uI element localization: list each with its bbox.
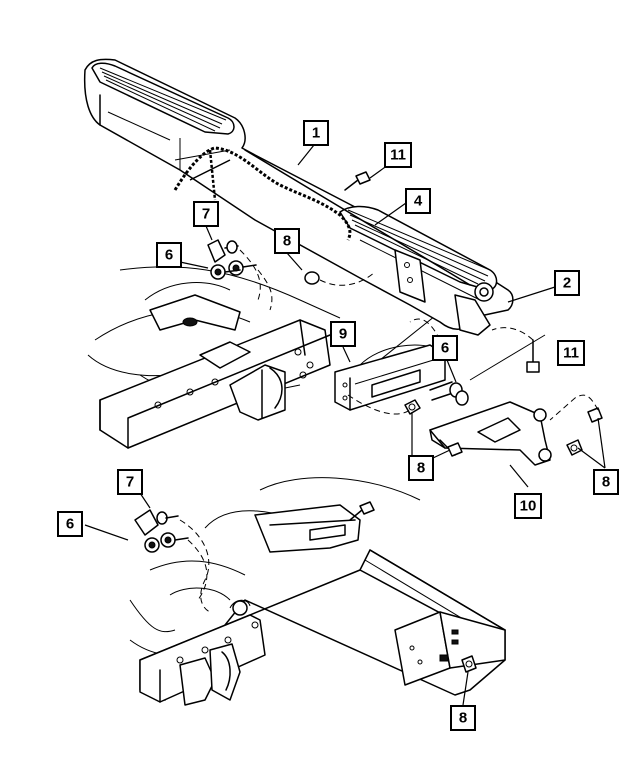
callout-11-upper-label: 11: [390, 147, 406, 164]
callout-8-lower-label: 8: [459, 710, 467, 727]
bolt-lower-center: [349, 501, 375, 521]
nut-8-upper: [304, 271, 376, 286]
step-pad-ribs-right: [347, 209, 491, 285]
bracket-10: [429, 401, 552, 466]
callout-2: 2: [554, 270, 580, 296]
callout-9-label: 9: [339, 326, 347, 343]
callout-7-lower: 7: [117, 469, 143, 495]
callout-4-label: 4: [414, 193, 423, 210]
callout-7-lower-label: 7: [126, 474, 134, 491]
callout-6-middle: 6: [432, 335, 458, 361]
callout-10: 10: [514, 493, 542, 519]
callout-6-middle-label: 6: [441, 340, 449, 357]
bolt-7-upper: [207, 239, 239, 263]
callout-4: 4: [405, 188, 431, 214]
callout-6-upper: 6: [156, 242, 182, 268]
nut-8-right: [566, 407, 603, 456]
callout-11-right: 11: [557, 340, 585, 366]
callout-7-upper-label: 7: [202, 206, 210, 223]
callout-7-upper: 7: [193, 201, 219, 227]
rear-bumper-assembly: [83, 58, 514, 336]
frame-rail-upper: [99, 294, 331, 449]
callout-6-lower-label: 6: [66, 516, 74, 533]
callout-8-upper-label: 8: [283, 233, 291, 250]
callout-1: 1: [303, 120, 329, 146]
mount-bracket-9: [334, 344, 446, 411]
callout-11-upper: 11: [384, 142, 412, 168]
callout-8-right: 8: [593, 469, 619, 495]
frame-lower-assembly: [129, 477, 506, 706]
callout-11-right-label: 11: [563, 345, 579, 362]
bolt-pair-6-middle: [429, 381, 469, 406]
callout-1-label: 1: [312, 125, 320, 142]
callout-8-middle-label: 8: [417, 460, 425, 477]
leader-lines: [84, 144, 606, 706]
callout-6-lower: 6: [57, 511, 83, 537]
callout-8-upper: 8: [274, 228, 300, 254]
bolt-11-right: [526, 339, 540, 373]
bolt-7-lower: [134, 509, 179, 536]
bolt-11-upper: [344, 171, 371, 191]
nut-8-bracket-10: [447, 442, 463, 457]
callout-8-middle: 8: [408, 455, 434, 481]
callout-8-lower: 8: [450, 705, 476, 731]
bolt-pair-6-upper: [210, 260, 257, 280]
step-pad-ribs-left: [99, 67, 227, 132]
callout-8-right-label: 8: [602, 474, 610, 491]
callout-10-label: 10: [520, 498, 537, 515]
bolt-pair-6-lower: [144, 532, 189, 553]
callout-9: 9: [330, 321, 356, 347]
callout-2-label: 2: [563, 275, 571, 292]
callout-6-upper-label: 6: [165, 247, 173, 264]
